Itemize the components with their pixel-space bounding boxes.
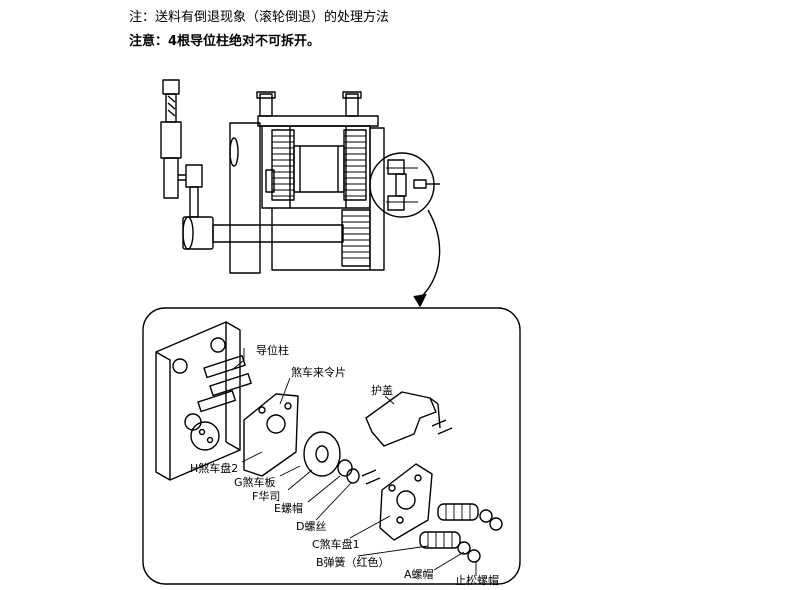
note-warning: 注意：4根导位柱绝对不可拆开。 bbox=[129, 34, 321, 49]
feeder-machine-drawing bbox=[160, 79, 385, 274]
detail-frame bbox=[142, 307, 521, 585]
label-cover: 护盖 bbox=[371, 383, 393, 397]
label-lock-nut: 止松螺帽 bbox=[455, 573, 499, 587]
label-e: E螺帽 bbox=[274, 502, 303, 515]
label-d: D螺丝 bbox=[296, 520, 326, 533]
zoom-detail-circle bbox=[369, 152, 440, 218]
brake-assembly-drawing bbox=[155, 321, 503, 563]
label-b: B弹簧（红色） bbox=[316, 555, 390, 569]
label-a: A螺帽 bbox=[404, 568, 434, 581]
label-h: H煞车盘2 bbox=[190, 461, 238, 475]
label-c: C煞车盘1 bbox=[312, 537, 360, 551]
note-title: 注：送料有倒退现象（滚轮倒退）的处理方法 bbox=[129, 10, 390, 25]
zoom-arrow bbox=[419, 209, 441, 299]
label-f: F华司 bbox=[252, 489, 280, 503]
label-g: G煞车板 bbox=[234, 475, 276, 489]
label-brake-tab: 煞车来令片 bbox=[291, 365, 346, 379]
label-guide-post: 导位柱 bbox=[256, 343, 289, 357]
